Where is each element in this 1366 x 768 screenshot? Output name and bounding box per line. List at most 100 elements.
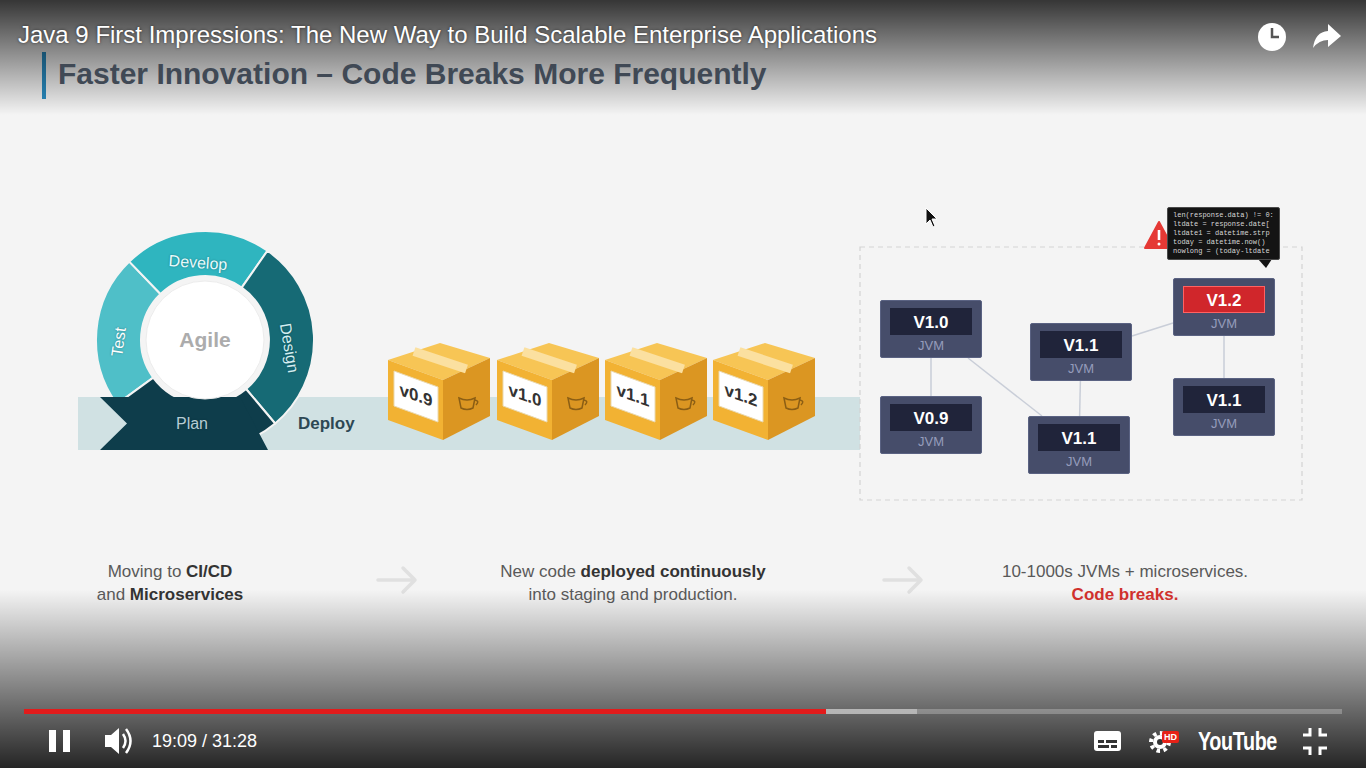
text-run: microservices.: [1139, 562, 1248, 581]
text-run: breaks.: [1119, 585, 1179, 604]
cluster-region: [860, 247, 1302, 500]
package-tape: [523, 352, 576, 370]
text-run: [576, 562, 581, 581]
warning-mark: [1158, 230, 1161, 240]
label-slot: Java 9 First Impressions: The New Way to…: [18, 20, 877, 50]
release-package: v1.0: [494, 338, 604, 443]
text-run: JVMs: [1078, 562, 1121, 581]
node-text: JVM: [1029, 454, 1129, 469]
label-slot: HD: [1162, 731, 1179, 743]
package-tag: [719, 371, 763, 422]
package-front: [713, 360, 768, 440]
node-text: Agile: [179, 328, 230, 352]
caption: Moving to CI/CD and Microservices: [0, 560, 420, 606]
text-run: to: [167, 562, 181, 581]
clock-icon: [1258, 23, 1286, 51]
text-run: Microservices: [130, 585, 243, 604]
progress-played: [24, 709, 826, 714]
text-run: [556, 585, 561, 604]
text-run: [655, 562, 660, 581]
node-text: ltdate1 = datetime.strp: [1173, 229, 1274, 238]
pause-icon: [49, 730, 56, 752]
node-text: Plan: [176, 414, 208, 434]
callout-pointer: [1258, 259, 1272, 268]
java-cup: [676, 398, 695, 410]
node-text: len(response.data) != 0:: [1173, 211, 1274, 220]
text-run: code: [539, 562, 576, 581]
subtitles-icon: [1094, 731, 1121, 751]
node-text: V0.9: [890, 404, 972, 431]
label-slot: 10-1000s JVMs + microservices. Code brea…: [875, 560, 1366, 606]
code-callout: len(response.data) != 0:ltdate = respons…: [1167, 207, 1280, 260]
package-front: [388, 360, 443, 440]
release-package: v0.9: [385, 338, 495, 443]
package-side: [660, 358, 707, 440]
exit-fullscreen-icon: [1303, 728, 1327, 755]
text-run: 10-1000s: [1002, 562, 1073, 581]
plan-chevron: [100, 397, 268, 450]
text-run: [181, 562, 186, 581]
text-run: into: [529, 585, 556, 604]
slide-heading: Faster Innovation – Code Breaks More Fre…: [58, 56, 767, 92]
label-slot: 19:09 / 31:28: [152, 729, 257, 753]
package-side: [768, 358, 815, 440]
cycle-stage: Plan: [157, 412, 227, 436]
share-icon: [1313, 24, 1341, 48]
flow-arrow: [884, 568, 921, 592]
connector-line: [1079, 381, 1081, 416]
text-run: continuously: [660, 562, 766, 581]
text-run: and: [97, 585, 125, 604]
text-run: Moving: [108, 562, 163, 581]
text-run: [162, 562, 167, 581]
text-run: New: [500, 562, 534, 581]
subtitles-line: [1106, 740, 1117, 743]
connector-line: [1223, 336, 1225, 378]
package-tape: [739, 352, 792, 370]
node-text: V1.0: [890, 308, 972, 335]
progress-track: [24, 709, 1342, 714]
jvm-box: V1.2JVM: [1173, 278, 1275, 336]
package-side: [552, 358, 599, 440]
text-run: [1135, 562, 1140, 581]
cycle-center: Agile: [145, 280, 265, 400]
hd-badge: HD: [1162, 731, 1179, 743]
subtitles-line: [1098, 745, 1109, 748]
connector-line: [930, 358, 932, 396]
node-text: Test: [107, 326, 131, 358]
jvm-box: V1.0JVM: [880, 300, 982, 358]
node-text: V1.1: [1040, 331, 1122, 358]
package-tape: [631, 352, 684, 370]
text-run: Code: [1072, 585, 1115, 604]
text-run: [616, 585, 621, 604]
volume-waves: [123, 729, 131, 753]
progress-buffer: [24, 709, 917, 714]
text-run: +: [1125, 562, 1135, 581]
package-tag: [611, 371, 655, 422]
caption: New code deployed continuously into stag…: [383, 560, 883, 606]
text-run: staging: [561, 585, 616, 604]
text-run: production.: [653, 585, 737, 604]
label-slot: New code deployed continuously into stag…: [383, 560, 883, 606]
text-run: and: [620, 585, 648, 604]
text-run: [649, 585, 654, 604]
package-side: [443, 358, 490, 440]
node-text: V1.1: [1183, 386, 1265, 413]
subtitles-line: [1098, 740, 1104, 743]
java-cup: [568, 398, 587, 410]
warning-mark: [1158, 243, 1161, 246]
package-tape: [414, 352, 467, 370]
release-package: v1.1: [602, 338, 712, 443]
node-text: Develop: [168, 251, 228, 275]
pause-icon: [63, 730, 70, 752]
node-text: JVM: [1031, 361, 1131, 376]
release-package: v1.2: [710, 338, 820, 443]
node-text: V1.2: [1183, 286, 1265, 313]
node-text: V1.1: [1038, 424, 1120, 451]
volume-icon: [105, 728, 119, 754]
subtitles-line: [1111, 745, 1117, 748]
jvm-box: V1.1JVM: [1030, 323, 1132, 381]
java-cup: [459, 398, 478, 410]
text-run: [125, 585, 130, 604]
circle-shape: [146, 281, 264, 399]
